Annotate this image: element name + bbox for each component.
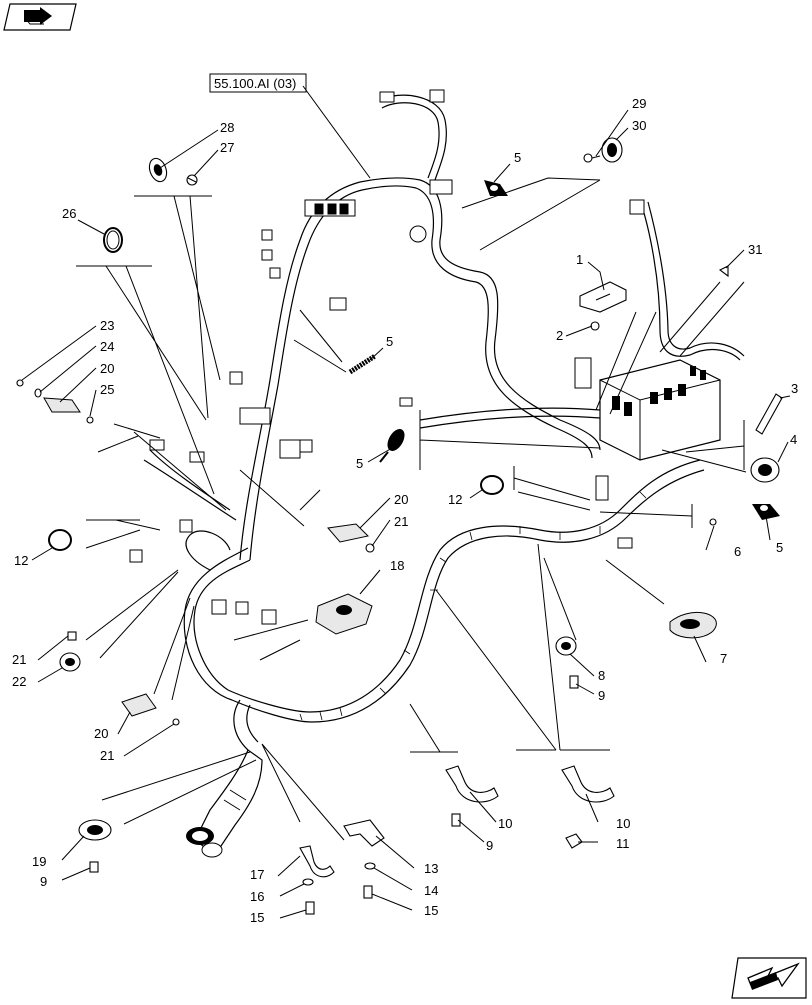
part-12-ring-left <box>48 529 72 551</box>
callout-12-right: 12 <box>448 492 462 507</box>
part-26-ring <box>103 227 123 253</box>
callout-11: 11 <box>616 836 630 851</box>
callout-6: 6 <box>734 544 741 559</box>
part-31-screw <box>718 265 729 278</box>
callout-31: 31 <box>748 242 762 257</box>
callout-27: 27 <box>220 140 234 155</box>
part-20-clamp-mid <box>327 523 370 543</box>
part-8-clamp <box>555 636 577 656</box>
wiring-harness <box>129 89 745 751</box>
part-15-bolt-left <box>305 901 315 915</box>
part-25-nut <box>86 416 94 424</box>
part-5-clip-right <box>752 504 780 520</box>
part-7-grommet <box>669 611 717 639</box>
part-6-screw <box>709 518 717 526</box>
part-4-grommet <box>750 457 780 483</box>
part-21-nut-lower <box>172 718 180 726</box>
callout-15-right: 15 <box>424 903 438 918</box>
callout-9-right: 9 <box>598 688 605 703</box>
callout-numbers: 1 2 3 4 5 5 5 5 6 7 8 9 9 9 10 10 11 12 … <box>12 96 798 925</box>
next-page-arrow-icon[interactable] <box>731 957 807 999</box>
callout-4: 4 <box>790 432 797 447</box>
part-20-clamp-lower <box>121 693 157 717</box>
callout-20-lower: 20 <box>94 726 108 741</box>
book-arrow-icon[interactable] <box>3 3 77 31</box>
leader-lines <box>21 109 791 919</box>
callout-8: 8 <box>598 668 605 683</box>
callout-18: 18 <box>390 558 404 573</box>
callout-25: 25 <box>100 382 114 397</box>
part-16-washer <box>302 878 314 886</box>
part-5-cable-tie <box>379 429 405 463</box>
callout-20-mid: 20 <box>394 492 408 507</box>
callout-16: 16 <box>250 889 264 904</box>
part-15-bolt-right <box>363 885 373 899</box>
callout-5-top: 5 <box>514 150 521 165</box>
callout-26: 26 <box>62 206 76 221</box>
part-3-strip <box>755 393 783 435</box>
part-19-clamp <box>78 819 112 841</box>
part-10-bracket-left <box>445 765 499 803</box>
fuse-box <box>574 357 721 461</box>
part-9-bolt-center <box>451 813 461 827</box>
callout-20-left: 20 <box>100 361 114 376</box>
callout-2: 2 <box>556 328 563 343</box>
part-22-clip <box>59 652 81 672</box>
callout-10-left: 10 <box>498 816 512 831</box>
part-10-bracket-right <box>561 765 615 803</box>
part-5-clip-top <box>484 180 508 196</box>
part-11-nut <box>565 833 583 849</box>
callout-13: 13 <box>424 861 438 876</box>
callout-3: 3 <box>791 381 798 396</box>
callout-5-tie: 5 <box>356 456 363 471</box>
callout-9-center: 9 <box>486 838 493 853</box>
part-30-grommet <box>601 137 623 163</box>
part-23-screw <box>16 379 24 387</box>
callout-12-left: 12 <box>14 553 28 568</box>
callout-21-mid: 21 <box>394 514 408 529</box>
callout-30: 30 <box>632 118 646 133</box>
callout-24: 24 <box>100 339 114 354</box>
part-28-grommet <box>148 157 168 183</box>
reference-label: 55.100.AI (03) <box>214 76 296 91</box>
callout-5-right: 5 <box>776 540 783 555</box>
callout-9-left: 9 <box>40 874 47 889</box>
callout-10-right: 10 <box>616 816 630 831</box>
part-9-bolt-left <box>89 861 99 873</box>
part-12-ring-right <box>480 475 504 495</box>
part-27-screw <box>186 174 198 186</box>
callout-23: 23 <box>100 318 114 333</box>
callout-19: 19 <box>32 854 46 869</box>
part-13-bracket <box>343 819 385 847</box>
part-2-nut <box>590 321 600 331</box>
part-17-clamp <box>299 845 335 878</box>
callout-7: 7 <box>720 651 727 666</box>
callout-29: 29 <box>632 96 646 111</box>
part-24-washer <box>34 388 42 398</box>
part-9-bolt-right <box>569 675 579 689</box>
main-connector <box>186 749 263 858</box>
part-18-pad <box>315 593 373 635</box>
callout-1: 1 <box>576 252 583 267</box>
callout-17: 17 <box>250 867 264 882</box>
callout-21-left: 21 <box>12 652 26 667</box>
callout-15-left: 15 <box>250 910 264 925</box>
callout-28: 28 <box>220 120 234 135</box>
part-29-screw <box>583 153 601 163</box>
reference-box[interactable]: 55.100.AI (03) <box>209 73 371 179</box>
callout-21-lower: 21 <box>100 748 114 763</box>
callout-22: 22 <box>12 674 26 689</box>
callout-14: 14 <box>424 883 438 898</box>
part-14-washer <box>364 862 376 870</box>
part-1-bracket <box>579 281 627 313</box>
part-21-nut-left <box>67 631 77 641</box>
callout-5-mid: 5 <box>386 334 393 349</box>
